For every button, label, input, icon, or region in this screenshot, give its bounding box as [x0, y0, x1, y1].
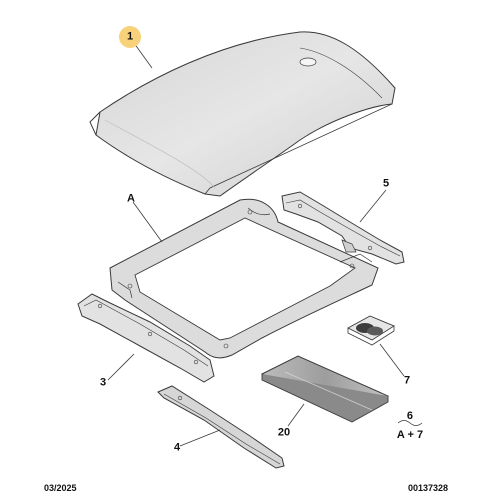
callout-6: 6 — [406, 410, 414, 422]
lower-rail — [157, 385, 285, 469]
callout-5: 5 — [382, 177, 390, 190]
leader-20 — [287, 403, 305, 427]
roof-panel — [89, 31, 396, 197]
callout-a: A — [127, 192, 135, 205]
footer-date: 03/2025 — [44, 483, 77, 493]
front-cross-member — [77, 293, 215, 383]
formula-text: A + 7 — [396, 428, 424, 441]
formula-note: 6 A + 7 — [397, 409, 423, 443]
leader-a — [132, 201, 163, 243]
callout-1: 1 — [126, 30, 134, 43]
leader-1 — [133, 42, 153, 69]
leader-3 — [107, 353, 135, 381]
rear-cross-member — [281, 191, 405, 265]
footer-reference: 00137328 — [408, 483, 449, 493]
callout-20: 20 — [277, 426, 291, 439]
leader-4 — [179, 429, 221, 447]
callout-4: 4 — [173, 441, 181, 454]
leader-lines — [107, 42, 423, 447]
headliner-panel — [260, 355, 390, 423]
callout-3: 3 — [99, 376, 107, 389]
leader-5 — [359, 189, 387, 223]
adhesive-pads — [347, 315, 395, 346]
highlight-badge — [119, 26, 141, 48]
leader-7 — [379, 343, 405, 377]
formula-brace — [397, 420, 423, 426]
sunroof-frame — [109, 198, 379, 359]
callout-7: 7 — [403, 374, 411, 387]
